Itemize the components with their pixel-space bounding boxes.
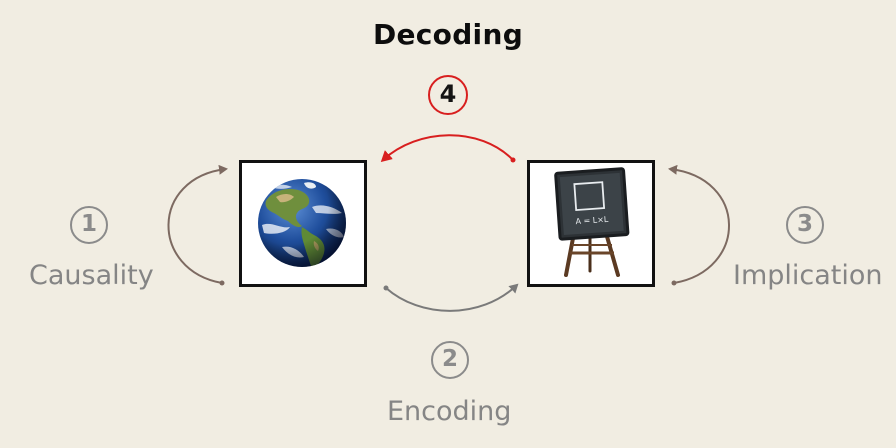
encoding-arrow-start-dot — [383, 285, 389, 291]
earth-globe-icon — [258, 179, 346, 267]
implication-loop-start-dot — [671, 280, 677, 286]
step-3-badge: 3 — [786, 206, 824, 244]
causality-label: Causality — [29, 260, 154, 291]
chalkboard-formula: A = L×L — [575, 215, 609, 226]
decoding-arrow-start-dot — [510, 157, 516, 163]
chalkboard-easel-icon: A = L×L — [554, 167, 630, 277]
encoding-arrow — [385, 283, 519, 312]
representation-node: A = L×L — [527, 160, 655, 287]
diagram-title: Decoding — [372, 18, 524, 51]
causality-loop-arrow — [167, 164, 228, 284]
step-1-badge: 1 — [70, 206, 108, 244]
world-node — [239, 160, 367, 287]
causality-loop-start-dot — [219, 280, 225, 286]
step-4-badge: 4 — [428, 75, 468, 115]
implication-label: Implication — [733, 260, 883, 291]
implication-loop-arrow — [668, 164, 730, 284]
decoding-arrow — [380, 134, 514, 163]
encoding-label: Encoding — [387, 396, 512, 427]
step-2-badge: 2 — [431, 341, 469, 379]
